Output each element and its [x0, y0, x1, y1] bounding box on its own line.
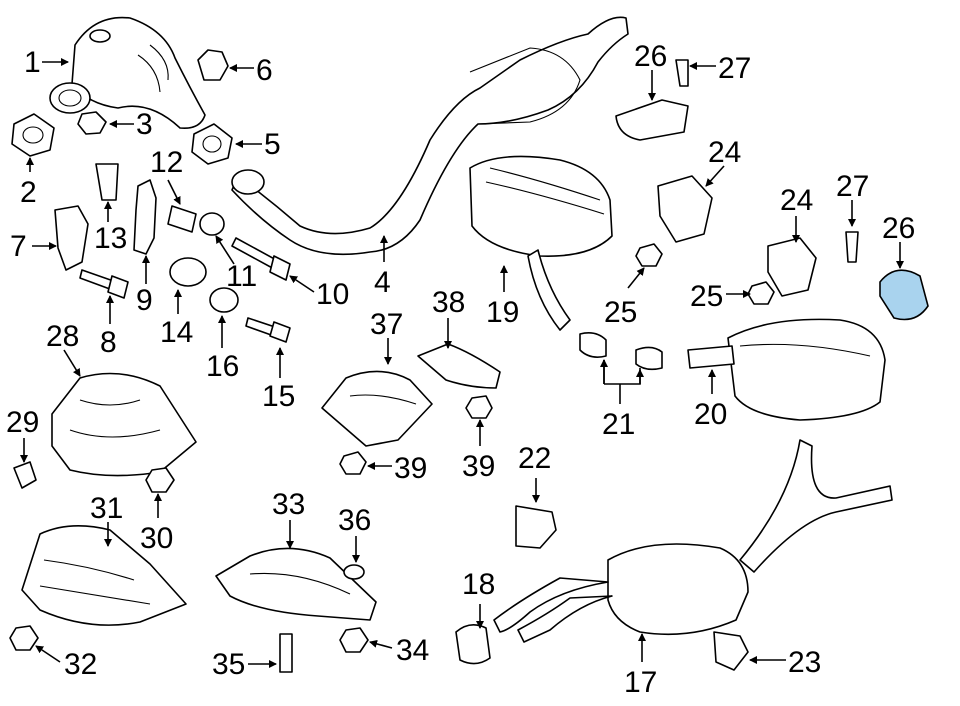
callout-38: 38 [432, 286, 465, 319]
callout-16: 16 [206, 350, 239, 383]
mount-bracket-part [657, 175, 713, 243]
clamp-part [455, 624, 491, 665]
callout-23: 23 [788, 646, 821, 679]
callout-10: 10 [316, 278, 349, 311]
callout-3: 3 [136, 108, 153, 141]
screw-part [845, 231, 859, 263]
callout-26: 26 [882, 212, 915, 245]
gasket-part [191, 123, 233, 165]
bushing-part [199, 212, 225, 236]
tailpipe-tip-part-highlighted [879, 269, 929, 321]
callout-29: 29 [6, 406, 39, 439]
nut-part [77, 111, 107, 135]
callout-37: 37 [370, 308, 403, 341]
callout-13: 13 [94, 222, 127, 255]
catalytic-converter-part [49, 16, 206, 130]
spring-part [167, 205, 197, 233]
callout-39: 39 [462, 450, 495, 483]
callout-11: 11 [226, 260, 257, 293]
gasket-part [11, 113, 55, 157]
callout-20: 20 [694, 398, 727, 431]
front-pipe-part [231, 16, 629, 256]
callout-6: 6 [256, 54, 273, 87]
mount-bracket-part [767, 237, 817, 297]
heat-shield-part [215, 547, 377, 621]
muffler-part [469, 155, 613, 331]
callout-24: 24 [708, 136, 741, 169]
callout-22: 22 [518, 442, 551, 475]
callout-17: 17 [624, 666, 657, 699]
callout-5: 5 [264, 128, 281, 161]
nut-part [145, 467, 175, 493]
callout-14: 14 [160, 316, 193, 349]
callout-33: 33 [272, 488, 305, 521]
callout-9: 9 [136, 284, 153, 317]
heat-shield-part [417, 343, 501, 389]
bushing-part [209, 287, 239, 313]
bracket-part [133, 179, 157, 255]
callout-4: 4 [374, 266, 391, 299]
callout-27: 27 [718, 52, 751, 85]
heat-shield-part [321, 370, 433, 447]
callout-12: 12 [150, 146, 183, 179]
screw-part [675, 59, 689, 87]
muffler-part [687, 318, 886, 421]
nut-part [339, 627, 369, 653]
tailpipe-tip-part [615, 99, 689, 141]
stud-part [95, 163, 119, 201]
leader-lines [20, 58, 904, 668]
callout-31: 31 [90, 492, 123, 525]
callout-36: 36 [338, 504, 371, 537]
callout-21: 21 [602, 408, 635, 441]
callout-2: 2 [20, 176, 37, 209]
callout-28: 28 [46, 320, 79, 353]
nut-part [9, 625, 39, 651]
bolt-part [279, 633, 293, 673]
bolt-part [79, 269, 129, 299]
nut-part [465, 395, 493, 419]
bracket-part [54, 205, 89, 271]
callout-25: 25 [604, 296, 637, 329]
callout-34: 34 [396, 634, 429, 667]
center-muffler-part [493, 439, 893, 643]
bushing-part [169, 257, 207, 287]
long-bolt-part [231, 237, 291, 281]
callout-8: 8 [100, 326, 117, 359]
nut-part [339, 451, 367, 475]
nut-part [635, 243, 663, 267]
callout-1: 1 [24, 46, 41, 79]
clamp-part [579, 332, 607, 358]
callout-32: 32 [64, 648, 97, 681]
callout-15: 15 [262, 380, 295, 413]
hanger-part [515, 505, 557, 549]
callout-18: 18 [462, 568, 495, 601]
callout-25: 25 [690, 280, 723, 313]
callout-30: 30 [140, 522, 173, 555]
nut-part [747, 281, 775, 305]
heat-shield-part [51, 372, 197, 477]
callout-26: 26 [634, 40, 667, 73]
callout-7: 7 [10, 230, 27, 263]
hanger-part [713, 631, 749, 671]
nut-part [197, 49, 229, 81]
clip-part [13, 461, 37, 489]
callout-19: 19 [486, 296, 519, 329]
callout-24: 24 [780, 184, 813, 217]
bolt-part [245, 317, 291, 343]
washer-part [343, 564, 365, 580]
callout-27: 27 [836, 170, 869, 203]
heat-shield-part [21, 525, 187, 626]
callout-35: 35 [212, 648, 245, 681]
callout-39: 39 [394, 452, 427, 485]
clamp-part [635, 346, 663, 371]
callout-labels: 1 2 3 4 5 6 7 8 9 10 11 12 13 14 15 16 1… [6, 40, 915, 699]
